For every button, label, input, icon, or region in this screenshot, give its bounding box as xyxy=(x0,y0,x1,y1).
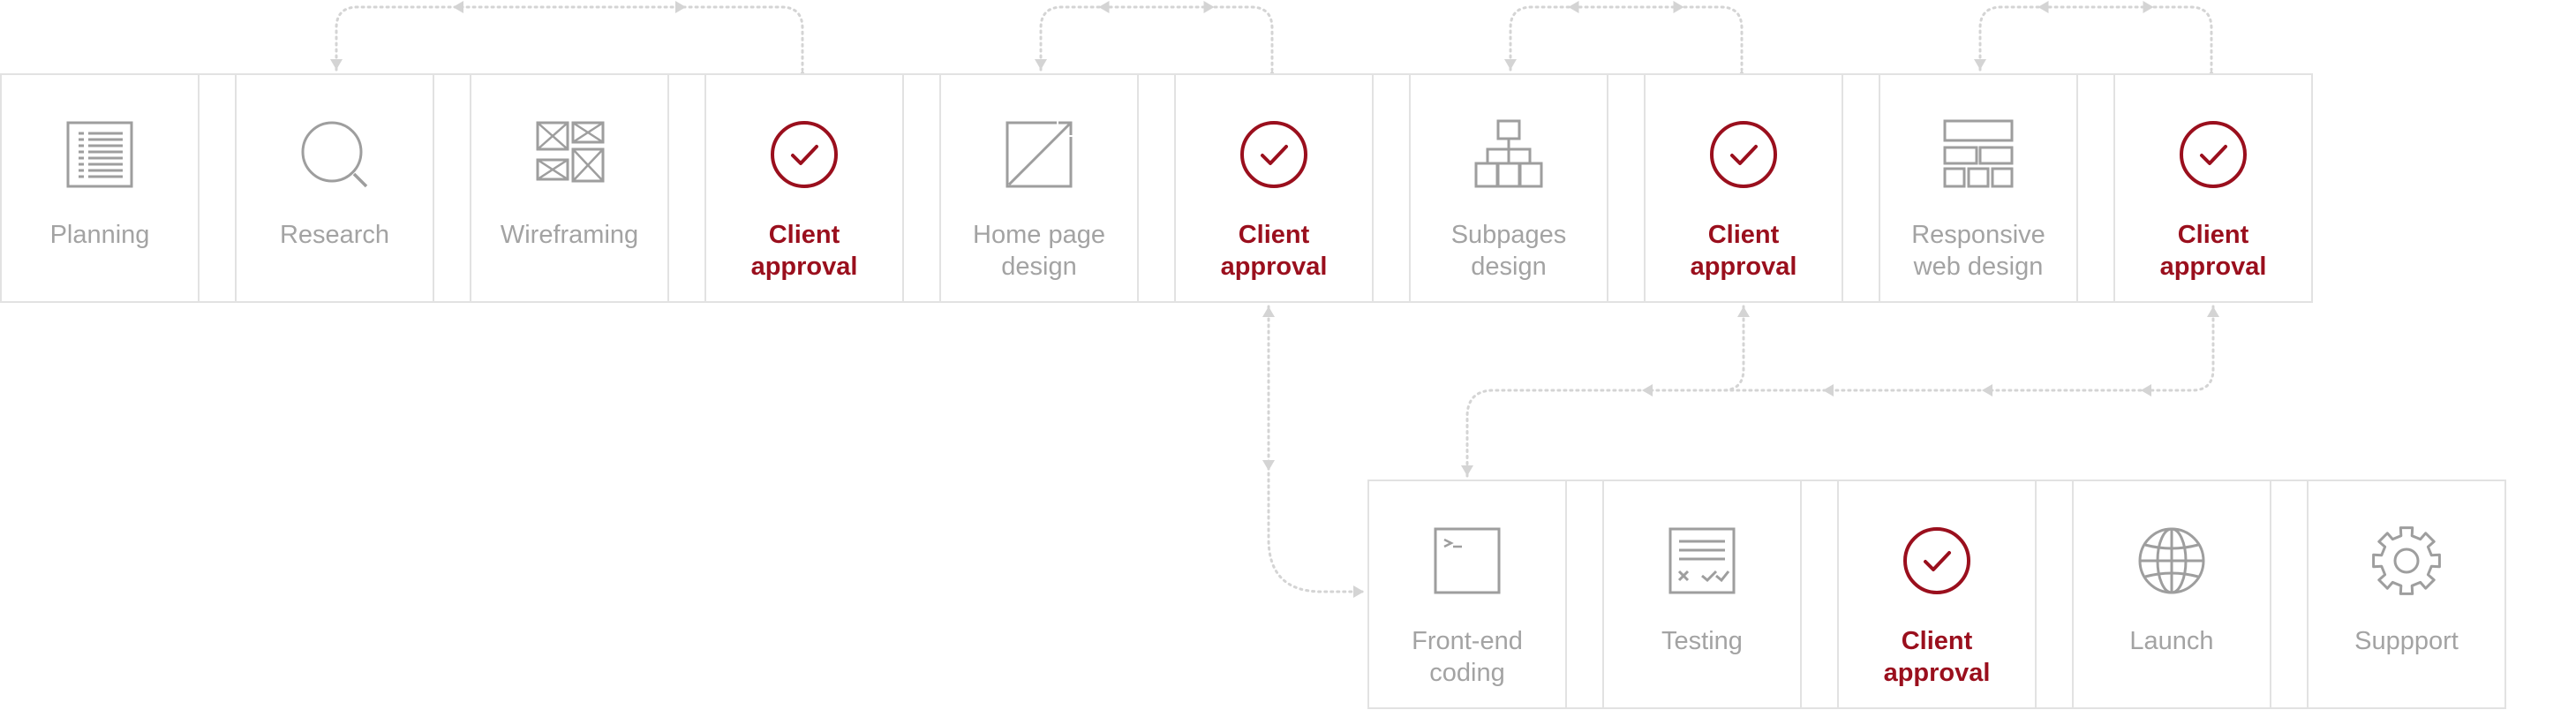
test-sheet-icon xyxy=(1667,525,1737,596)
arrow-head xyxy=(2141,384,2151,397)
layout-blocks-icon xyxy=(1943,119,2014,190)
step-label: Research xyxy=(279,221,390,249)
step-card: Launch xyxy=(2072,480,2271,709)
step-label: Launch xyxy=(2129,627,2214,655)
arrow-head xyxy=(2143,1,2154,13)
flow-connector xyxy=(1267,305,1364,593)
magnifier-icon xyxy=(299,119,370,190)
card-gap xyxy=(198,73,237,303)
step-card: Wireframing xyxy=(470,73,669,303)
arrow-head xyxy=(1823,384,1834,397)
arrow-head xyxy=(453,1,463,13)
arrow-head xyxy=(2037,1,2049,13)
step-card: Research xyxy=(235,73,434,303)
check-circle-icon xyxy=(769,119,840,190)
arrow-head xyxy=(1262,460,1275,471)
card-gap xyxy=(2076,73,2115,303)
feedback-loop-connector xyxy=(1509,5,1744,72)
check-circle-icon xyxy=(1708,119,1779,190)
card-gap xyxy=(667,73,706,303)
arrow-head xyxy=(1504,59,1517,70)
arrow-head xyxy=(1203,1,1215,13)
card-gap xyxy=(433,73,471,303)
step-label: Suppport xyxy=(2354,627,2459,655)
arrow-head xyxy=(675,1,686,13)
arrow-head xyxy=(1673,1,1684,13)
step-label: Planning xyxy=(49,221,150,249)
feedback-loop-connector xyxy=(1039,5,1274,72)
arrow-head xyxy=(1737,306,1750,317)
card-gap xyxy=(1800,480,1839,709)
step-label: Testing xyxy=(1661,627,1743,655)
flow-connector xyxy=(1721,305,2215,392)
arrow-head xyxy=(1568,1,1579,13)
arrow-head xyxy=(1974,59,1986,70)
card-gap xyxy=(2035,480,2074,709)
step-label: Wireframing xyxy=(500,221,639,249)
arrow-head xyxy=(1098,1,1110,13)
flow-connector xyxy=(1465,305,1745,478)
step-card: Planning xyxy=(0,73,200,303)
card-gap xyxy=(1137,73,1176,303)
gear-icon xyxy=(2371,525,2442,596)
card-gap xyxy=(1565,480,1604,709)
arrow-head xyxy=(1982,384,1992,397)
card-gap xyxy=(1372,73,1411,303)
arrow-head xyxy=(1035,59,1047,70)
check-circle-icon xyxy=(1239,119,1309,190)
card-gap xyxy=(1607,73,1646,303)
wireframe-grid-icon xyxy=(534,119,605,190)
check-circle-icon xyxy=(2178,119,2248,190)
step-card: Suppport xyxy=(2307,480,2506,709)
check-circle-icon xyxy=(1902,525,1972,596)
arrow-head xyxy=(1353,585,1364,598)
terminal-icon xyxy=(1432,525,1503,596)
arrow-head xyxy=(1642,384,1653,397)
arrow-head xyxy=(330,59,343,70)
globe-icon xyxy=(2136,525,2207,596)
card-gap xyxy=(902,73,941,303)
arrow-head xyxy=(1262,306,1275,317)
card-gap xyxy=(1842,73,1880,303)
arrow-head xyxy=(2207,306,2219,317)
feedback-loop-connector xyxy=(1978,5,2213,72)
pencil-square-icon xyxy=(1004,119,1074,190)
step-card: Testing xyxy=(1602,480,1802,709)
feedback-loop-connector xyxy=(335,5,804,72)
card-gap xyxy=(2270,480,2309,709)
sitemap-icon xyxy=(1473,119,1544,190)
document-list-icon xyxy=(64,119,135,190)
arrow-head xyxy=(1461,465,1473,476)
